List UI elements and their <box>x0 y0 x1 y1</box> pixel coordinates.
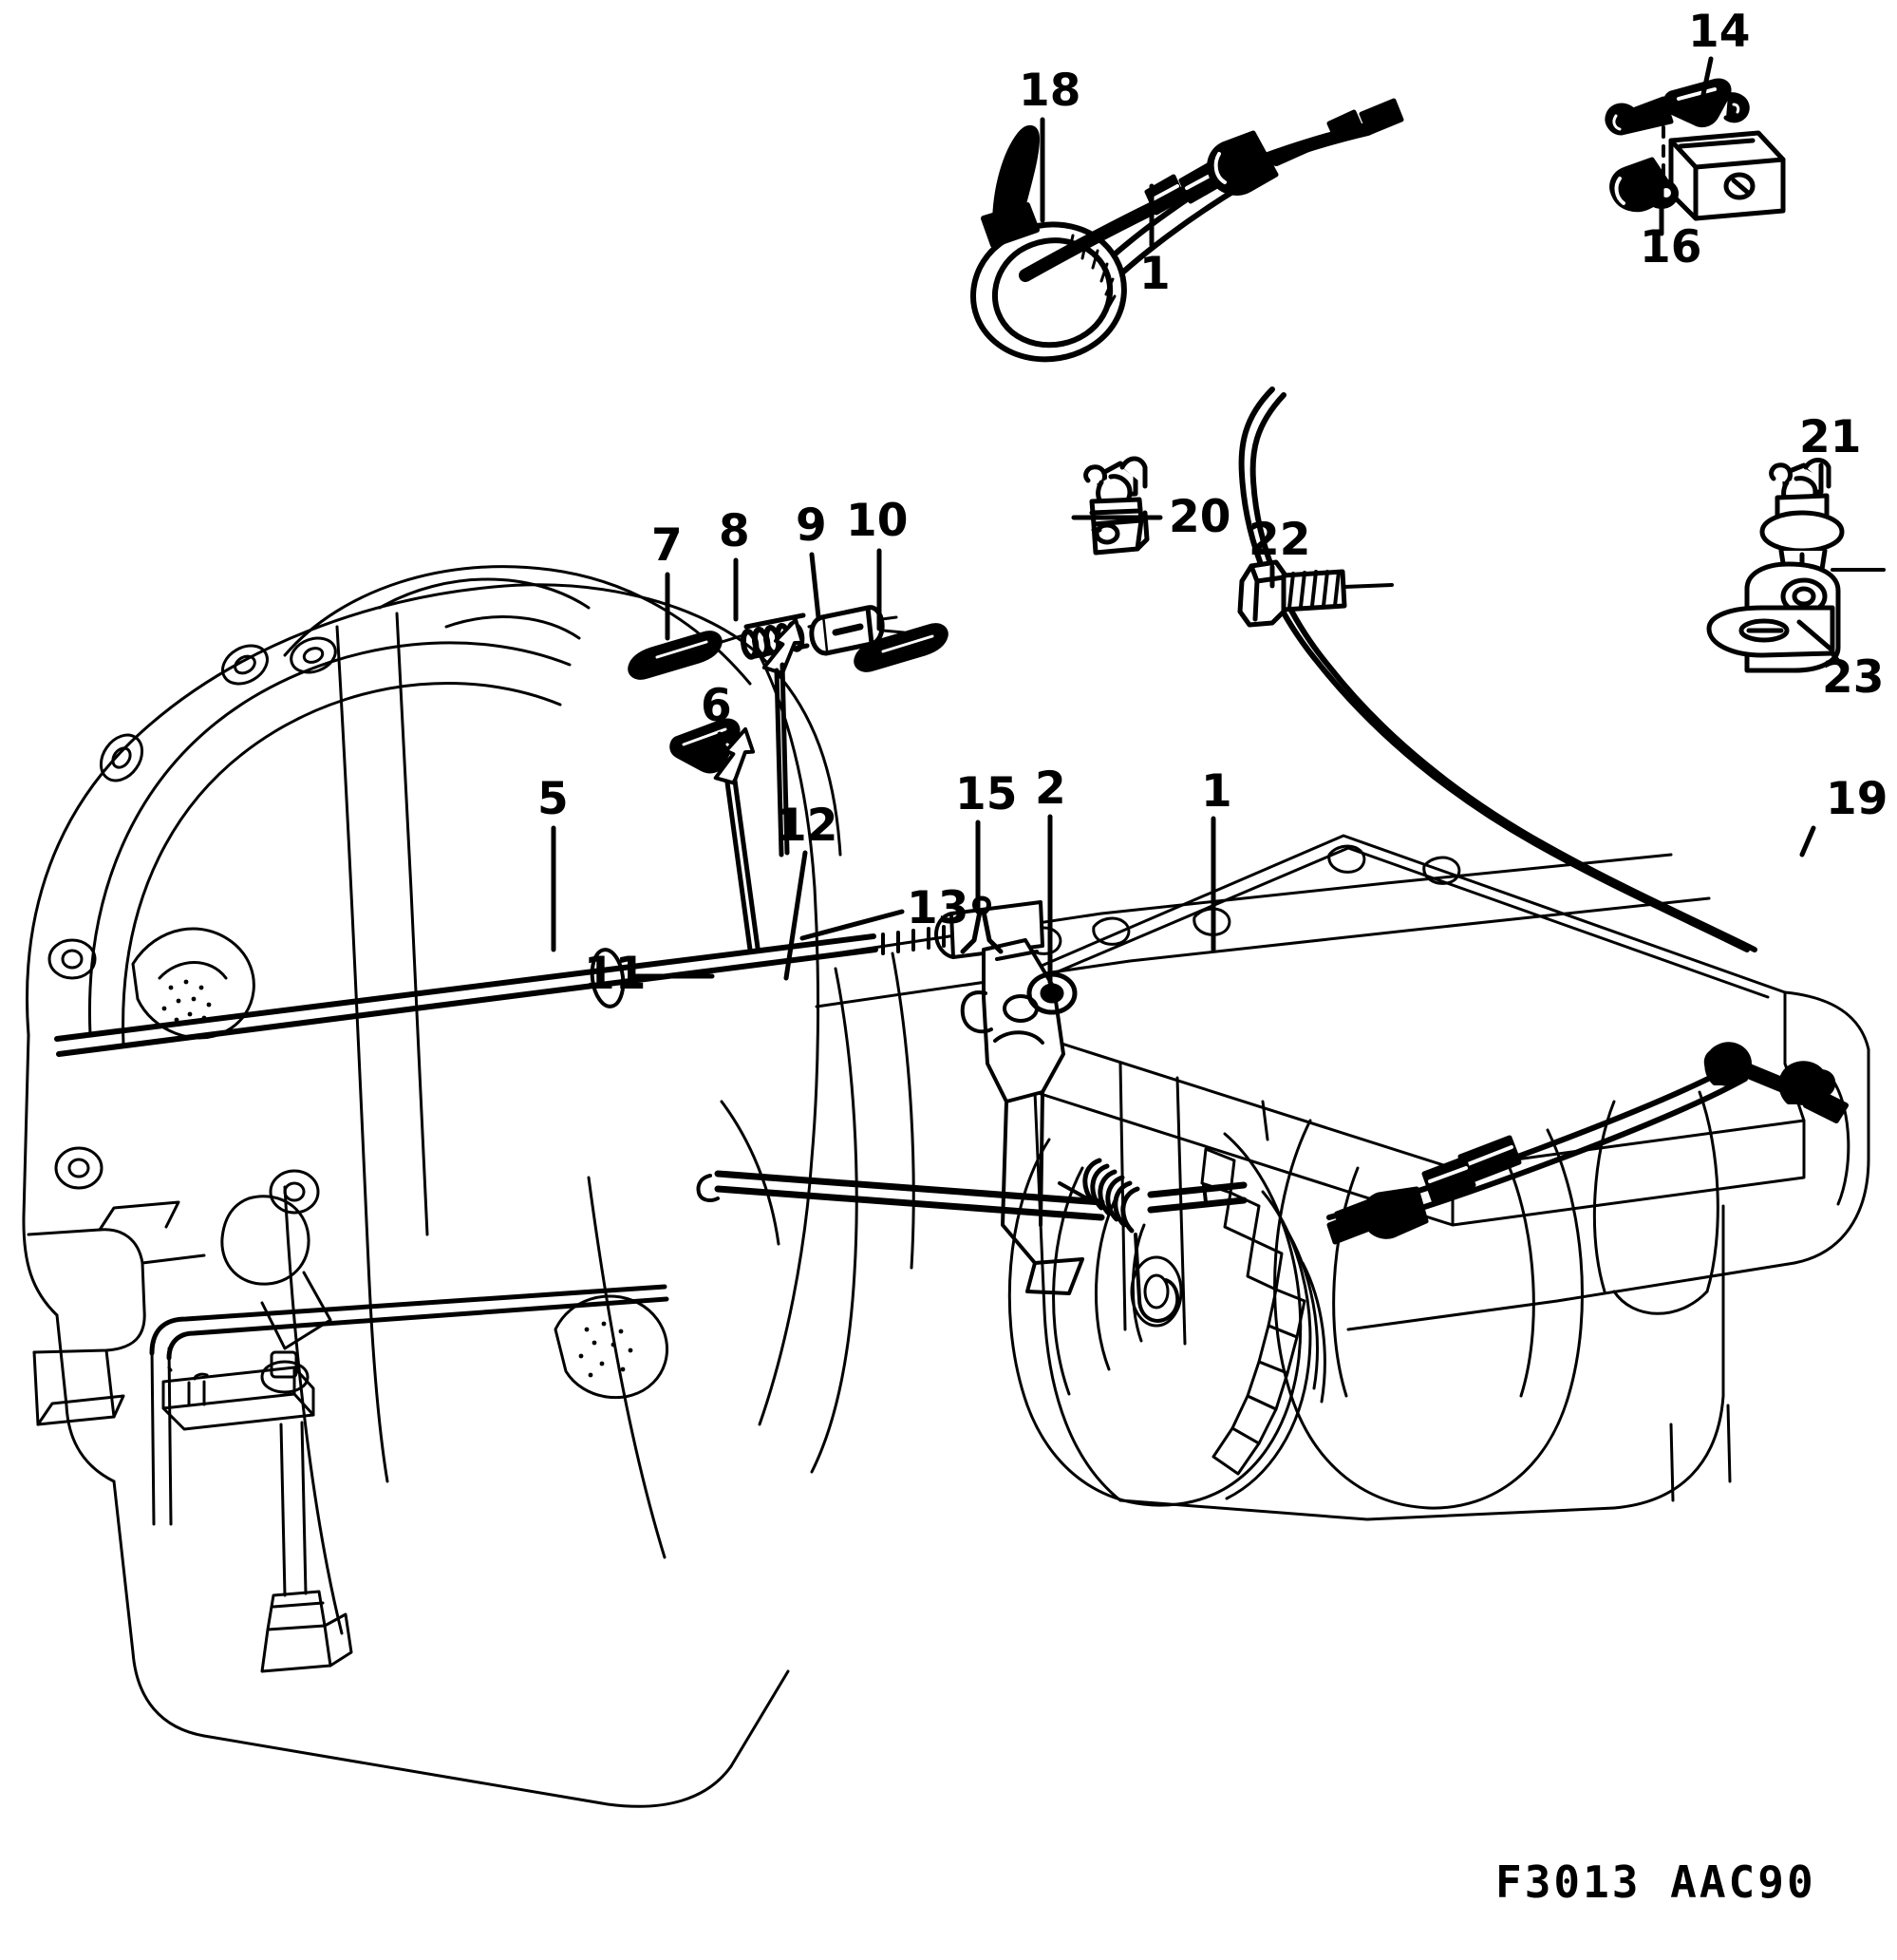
figure-caption: F3013 AAC90 <box>1495 1856 1816 1908</box>
bell-housing <box>22 565 842 1808</box>
leader-line-13 <box>799 909 905 941</box>
callout-number-15: 15 <box>955 768 1018 820</box>
callout-number-19: 19 <box>1826 773 1888 825</box>
leader-line-23 <box>1796 619 1835 653</box>
detent-lever-assembly <box>696 938 1248 1323</box>
clip-7 <box>628 631 723 680</box>
callout-number-14: 14 <box>1688 6 1751 58</box>
leader-line-12 <box>783 850 808 981</box>
callout-number-9: 9 <box>796 499 827 552</box>
callout-number-16: 16 <box>1640 221 1702 273</box>
assembly-arrow <box>761 617 805 858</box>
transmission-case <box>796 834 1870 1521</box>
callout-number-21: 21 <box>1799 411 1862 463</box>
callout-number-23: 23 <box>1822 651 1885 704</box>
callout-number-10: 10 <box>846 495 909 547</box>
callout-number-22: 22 <box>1249 514 1311 566</box>
callout-number-18: 18 <box>1019 65 1081 117</box>
callout-number-11: 11 <box>584 948 647 1000</box>
callout-number-1: 1 <box>1201 765 1232 818</box>
cable-adjuster-lower <box>1326 1135 1522 1245</box>
cable-push-clip-20 <box>1083 456 1150 556</box>
cable-bracket-23 <box>1706 561 1886 673</box>
assembly-arrow-2 <box>713 726 761 952</box>
leader-line-9 <box>809 552 821 620</box>
callout-number-8: 8 <box>719 505 750 557</box>
detent-spring-exploded-row <box>628 605 948 952</box>
callout-number-5: 5 <box>537 773 569 825</box>
cable-tie-strap-18 <box>970 125 1127 363</box>
callout-number-20: 20 <box>1169 491 1231 543</box>
cable-routing-clip-19 <box>1703 1042 1849 1123</box>
callout-number-6: 6 <box>701 680 732 732</box>
cotter-pin-15 <box>960 895 1004 954</box>
callout-number-12: 12 <box>776 800 838 852</box>
callout-number-13: 13 <box>907 882 969 934</box>
leader-line-19 <box>1799 825 1816 858</box>
leader-line-14 <box>1697 56 1714 115</box>
callout-number-2: 2 <box>1035 763 1066 815</box>
callout-leader-lines <box>551 56 1835 985</box>
clip-10 <box>854 623 948 672</box>
callout-number-7: 7 <box>651 519 683 572</box>
callout-number-1: 1 <box>1139 248 1171 300</box>
cable-upper-end <box>1019 98 1404 282</box>
cable-end-clip-14 <box>1605 78 1750 179</box>
